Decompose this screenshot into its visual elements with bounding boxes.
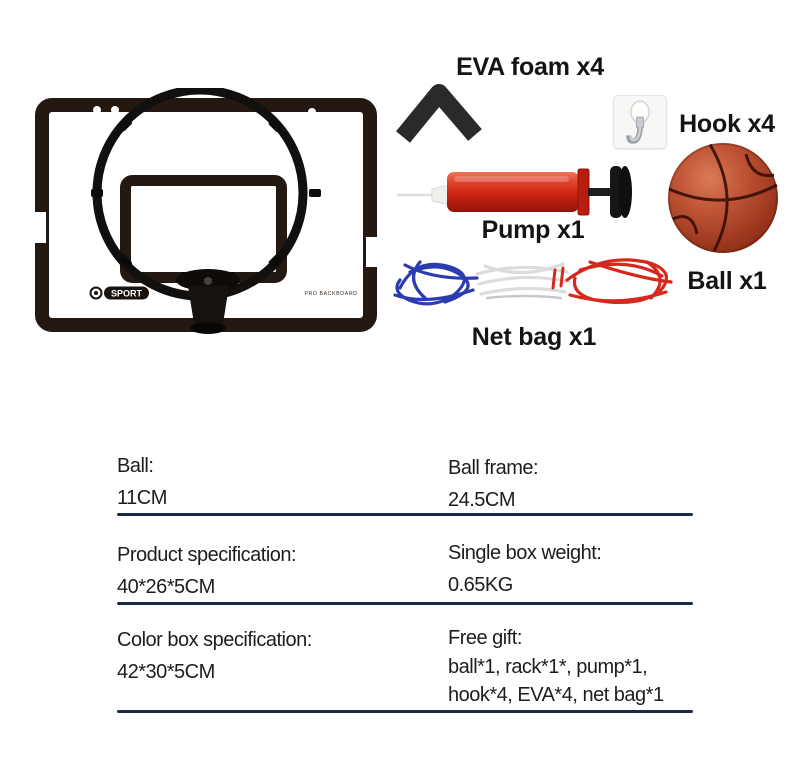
net-red-section (565, 258, 673, 305)
hoop-mount-bracket (176, 269, 240, 334)
spec-label-color-box: Color box specification: (117, 629, 312, 651)
spec-row-product-spec: Product specification: 40*26*5CM (117, 539, 297, 603)
net-clips (91, 118, 321, 268)
sport-logo: SPORT (89, 286, 149, 300)
ball-seams (668, 143, 778, 252)
spec-value-ball-frame: 24.5CM (448, 489, 516, 511)
spec-value-color-box: 42*30*5CM (117, 661, 215, 683)
spec-label-free-gift: Free gift: (448, 627, 522, 649)
backboard-right-notch (366, 237, 379, 267)
spec-row-box-weight: Single box weight: 0.65KG (448, 537, 602, 601)
net-blue-section (393, 260, 479, 306)
ball-graphic (668, 143, 778, 253)
spec-value-free-gift-line1: ball*1, rack*1*, pump*1, (448, 656, 648, 678)
net-bag-graphic (393, 258, 673, 306)
eva-foam-graphic (396, 84, 482, 143)
pump-barrel (447, 172, 579, 212)
hook-label: Hook x4 (679, 110, 775, 138)
net-bag-label: Net bag x1 (471, 323, 597, 351)
net-white-section (475, 262, 571, 300)
mount-hole-icon (111, 106, 119, 114)
ball-label: Ball x1 (687, 267, 767, 295)
spec-value-free-gift-line2: hook*4, EVA*4, net bag*1 (448, 684, 664, 706)
spec-label-product-spec: Product specification: (117, 544, 297, 566)
backboard-target-square (120, 175, 287, 283)
mount-hole-icon (308, 108, 316, 116)
backboard-image: SPORT PRO BACKBOARD (33, 85, 379, 334)
pump-image (394, 164, 634, 220)
spec-row-free-gift: Free gift: ball*1, rack*1*, pump*1, hook… (448, 623, 664, 709)
hook-graphic (626, 100, 650, 144)
divider (117, 710, 693, 713)
divider (117, 602, 693, 605)
spec-value-box-weight: 0.65KG (448, 574, 513, 596)
backboard-graphic: SPORT PRO BACKBOARD (33, 85, 379, 334)
spec-value-ball: 11CM (117, 487, 167, 509)
eva-foam-label: EVA foam x4 (456, 53, 604, 81)
net-bag-image (385, 250, 680, 314)
hook-image (613, 95, 667, 149)
eva-foam-image (393, 80, 485, 146)
spec-value-product-spec: 40*26*5CM (117, 576, 215, 598)
backboard-left-notch (33, 212, 46, 243)
pump-collar (577, 168, 590, 216)
spec-row-color-box: Color box specification: 42*30*5CM (117, 624, 312, 688)
spec-label-box-weight: Single box weight: (448, 542, 602, 564)
pump-graphic (397, 166, 632, 218)
ball-image (666, 141, 780, 255)
spec-label-ball: Ball: (117, 455, 154, 477)
mount-hole-icon (93, 106, 101, 114)
backboard-print-text: PRO BACKBOARD (304, 291, 357, 297)
pump-label: Pump x1 (481, 216, 585, 244)
divider (117, 513, 693, 516)
pump-rod (588, 188, 612, 196)
spec-row-ball-frame: Ball frame: 24.5CM (448, 452, 539, 516)
spec-label-ball-frame: Ball frame: (448, 457, 539, 479)
sport-logo-text: SPORT (111, 289, 143, 299)
spec-row-ball: Ball: 11CM (117, 450, 167, 514)
net-red-ties (551, 266, 565, 290)
